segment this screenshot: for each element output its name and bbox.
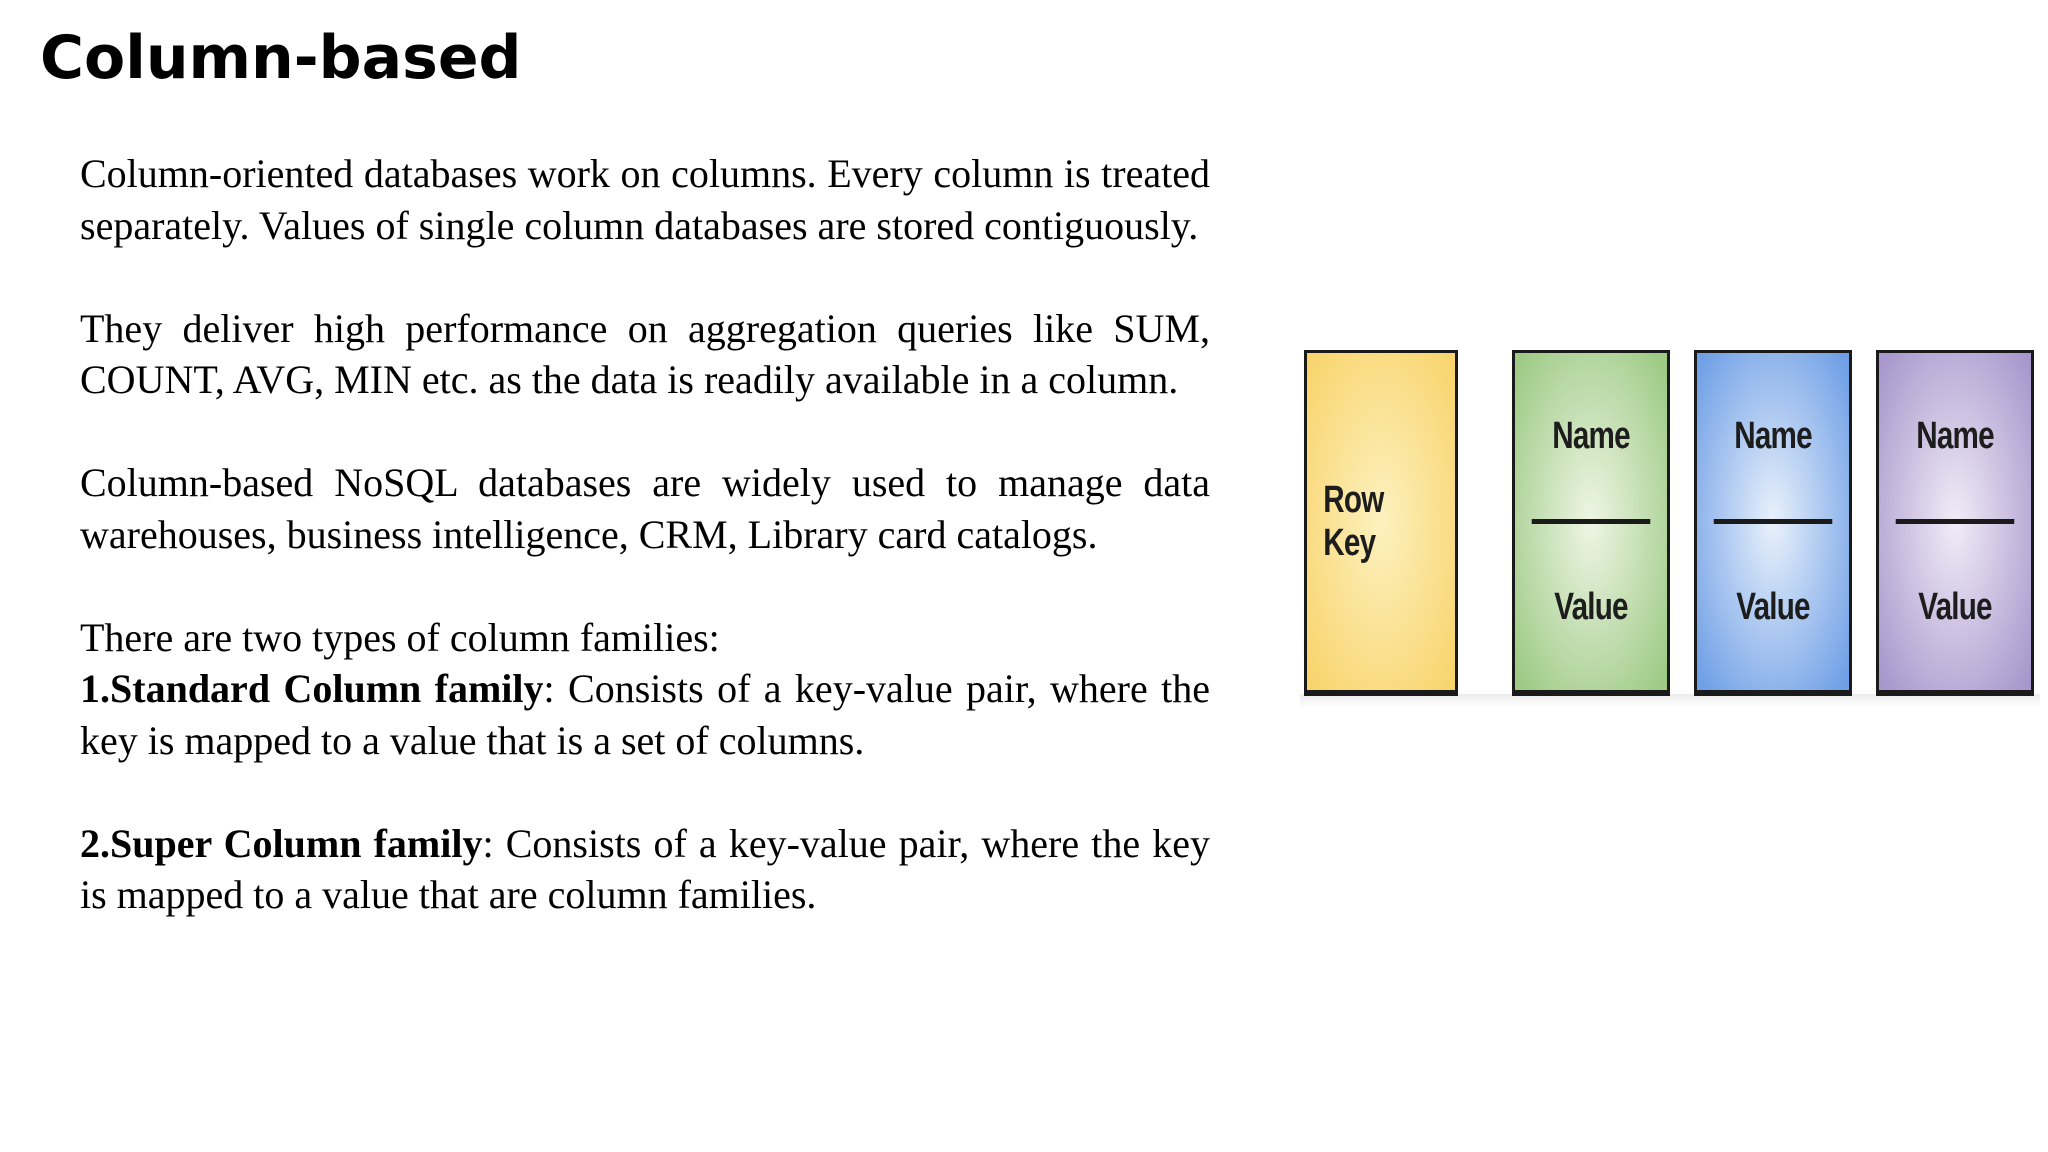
row-key-label: Row Key xyxy=(1323,478,1384,564)
list-item-standard-family: 1.Standard Column family: Consists of a … xyxy=(80,663,1210,766)
paragraph-use-cases: Column-based NoSQL databases are widely … xyxy=(80,460,1210,557)
paragraph-column-oriented: Column-oriented databases work on column… xyxy=(80,151,1210,248)
slide-title: Column-based xyxy=(40,23,522,93)
standard-family-description: : Consists of a key-value pair, where th… xyxy=(80,666,1210,763)
column-name-label: Name xyxy=(1713,353,1833,524)
row-key-box: Row Key xyxy=(1304,350,1458,696)
column-box-blue: Name Value xyxy=(1694,350,1852,696)
diagram-shadow xyxy=(1300,694,2040,708)
super-family-term: 2.Super Column family xyxy=(80,820,483,866)
column-box-purple: Name Value xyxy=(1876,350,2034,696)
paragraph-performance: They deliver high performance on aggrega… xyxy=(80,305,1210,403)
list-item-super-family: 2.Super Column family: Consists of a key… xyxy=(80,818,1210,921)
column-name-label: Name xyxy=(1895,353,2015,524)
standard-family-term: 1.Standard Column family xyxy=(80,666,544,711)
column-value-label: Value xyxy=(1918,585,1992,628)
column-value-label: Value xyxy=(1554,585,1628,628)
column-value-label: Value xyxy=(1736,585,1810,628)
body-text: Column-oriented databases work on column… xyxy=(80,148,1210,972)
column-box-green: Name Value xyxy=(1512,350,1670,696)
column-family-diagram: Row Key Name Value Name Value Name Value xyxy=(1300,350,2040,708)
column-name-label: Name xyxy=(1531,353,1651,524)
super-family-description: : Consists of a key-value pair, where th… xyxy=(80,820,1210,918)
paragraph-families-intro: There are two types of column families: xyxy=(80,614,720,660)
